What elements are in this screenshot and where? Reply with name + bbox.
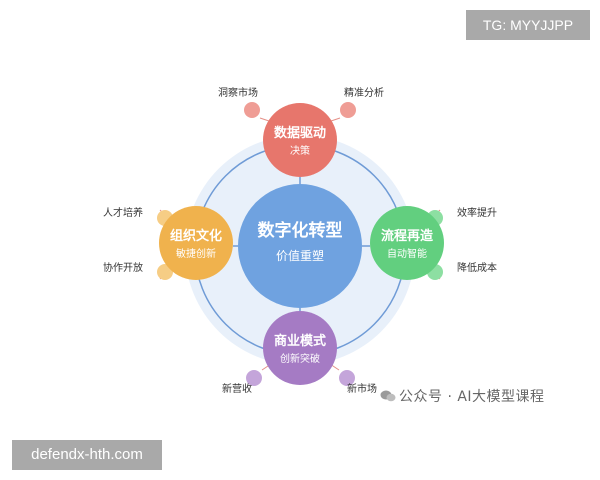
node-right-title: 流程再造 (381, 228, 434, 244)
center-title: 数字化转型 (258, 220, 343, 241)
node-org-culture: 组织文化 敏捷创新 (159, 206, 233, 280)
leaf-label: 精准分析 (344, 86, 384, 99)
node-business-model: 商业模式 创新突破 (263, 311, 337, 385)
watermark-top-right: TG: MYYJJPP (466, 10, 590, 40)
watermark-bottom-right: 公众号 · AI大模型课程 (380, 386, 545, 406)
leaf-label: 洞察市场 (218, 86, 258, 99)
node-top-circle (263, 103, 337, 177)
node-right-subtitle: 自动智能 (387, 247, 427, 260)
watermark-bottom-right-text: 公众号 · AI大模型课程 (399, 389, 545, 405)
node-left-circle (159, 206, 233, 280)
leaf-label: 效率提升 (457, 206, 497, 219)
node-bottom-circle (263, 311, 337, 385)
leaf-label: 人才培养 (103, 206, 143, 219)
leaf-label: 新市场 (347, 382, 377, 395)
center-circle (238, 184, 362, 308)
node-bottom-subtitle: 创新突破 (280, 352, 320, 365)
node-left-title: 组织文化 (170, 228, 222, 244)
watermark-bottom-left: defendx-hth.com (12, 440, 162, 470)
wechat-icon (380, 390, 396, 402)
node-data-driven: 数据驱动 决策 (263, 103, 337, 177)
node-left-subtitle: 敏捷创新 (176, 247, 216, 260)
leaf-label: 降低成本 (457, 261, 497, 274)
node-process-reengineering: 流程再造 自动智能 (370, 206, 444, 280)
node-top-subtitle: 决策 (290, 144, 310, 157)
leaf-dot (246, 370, 262, 386)
node-top-title: 数据驱动 (274, 125, 326, 141)
node-right-circle (370, 206, 444, 280)
center-node: 数字化转型 价值重塑 (238, 184, 362, 308)
leaf-dot (244, 102, 260, 118)
leaf-label: 新营收 (222, 382, 252, 395)
center-subtitle: 价值重塑 (276, 248, 324, 263)
node-bottom-title: 商业模式 (274, 333, 326, 349)
leaf-label: 协作开放 (103, 261, 143, 274)
connectors (233, 177, 370, 311)
leaf-dot (340, 102, 356, 118)
leaf-dot (339, 370, 355, 386)
